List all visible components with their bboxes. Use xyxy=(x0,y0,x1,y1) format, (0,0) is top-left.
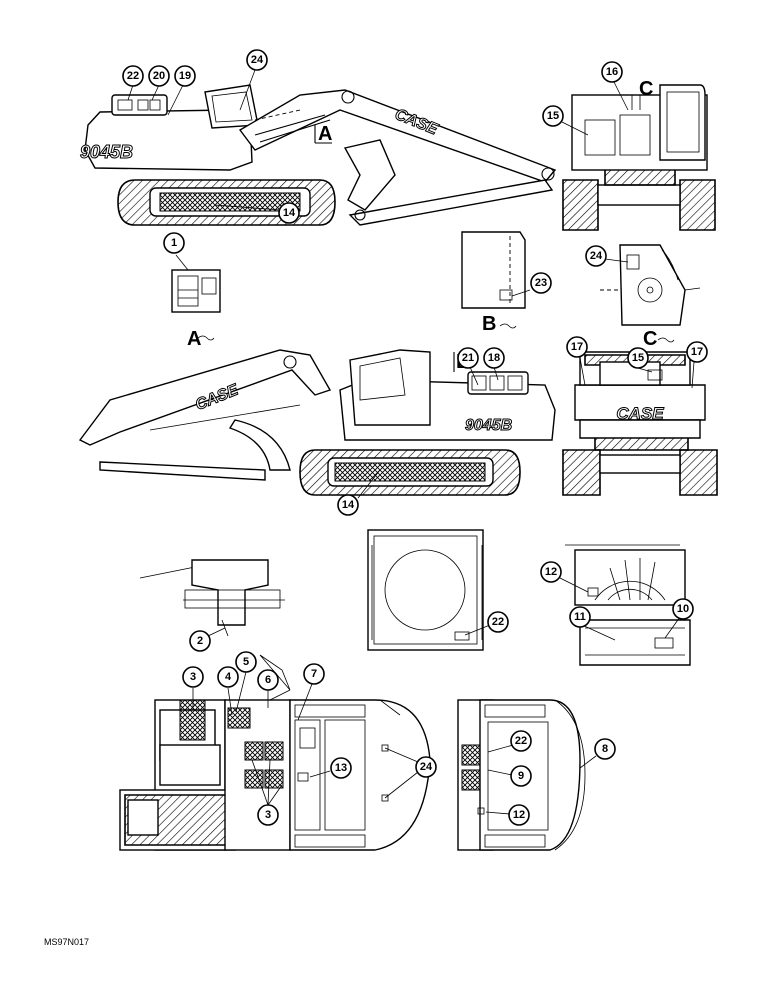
radiator-detail: 22 xyxy=(367,529,509,651)
callout-11: 11 xyxy=(574,611,586,623)
callout-7: 7 xyxy=(311,668,317,680)
callout-16: 16 xyxy=(606,66,618,78)
callout-12: 12 xyxy=(545,566,557,578)
callout-21: 21 xyxy=(462,352,474,364)
callout-3-top: 3 xyxy=(190,671,196,683)
footer-code: MS97N017 xyxy=(44,937,89,947)
callout-20: 20 xyxy=(153,70,165,82)
view-b-label: B xyxy=(482,313,496,335)
callout-14-b: 14 xyxy=(342,499,355,511)
callout-24: 24 xyxy=(251,54,264,66)
callout-3-bottom: 3 xyxy=(265,809,271,821)
callout-1: 1 xyxy=(171,237,177,249)
detail-view-a: A 1 xyxy=(163,232,221,350)
callout-12-top: 12 xyxy=(513,809,525,821)
callout-23: 23 xyxy=(535,277,547,289)
callout-6: 6 xyxy=(265,674,271,686)
excavator-right-side-view: 9045B CASE B xyxy=(78,349,556,496)
callout-24-top: 24 xyxy=(420,761,433,773)
callout-24-c: 24 xyxy=(590,250,603,262)
fan-detail: 12 11 10 xyxy=(540,544,694,666)
callout-5: 5 xyxy=(243,656,249,668)
model-decal: 9045B xyxy=(80,142,133,162)
callout-22-top: 22 xyxy=(515,735,527,747)
callout-22-radiator: 22 xyxy=(492,616,504,628)
callout-4: 4 xyxy=(225,671,232,683)
callout-17-right: 17 xyxy=(691,346,703,358)
callout-15-b: 15 xyxy=(632,352,644,364)
excavator-front-view: C xyxy=(562,78,716,231)
excavator-left-side-view: 9045B CASE A xyxy=(80,84,557,226)
detail-view-b: B 23 xyxy=(461,231,552,335)
model-decal-right: 9045B xyxy=(465,417,512,434)
callout-14: 14 xyxy=(283,207,296,219)
callout-10: 10 xyxy=(677,603,689,615)
callout-8: 8 xyxy=(602,743,608,755)
view-a-marker: A xyxy=(318,123,332,145)
callout-9: 9 xyxy=(518,770,524,782)
rear-brand-decal: CASE xyxy=(616,404,664,423)
view-c-label: C xyxy=(643,328,657,350)
callout-17-left: 17 xyxy=(571,341,583,353)
callout-13: 13 xyxy=(335,762,347,774)
excavator-rear-view: CASE xyxy=(562,351,718,496)
callout-22: 22 xyxy=(127,70,139,82)
seat-mount-detail: 2 xyxy=(139,559,285,652)
callout-19: 19 xyxy=(179,70,191,82)
detail-view-c: C 24 xyxy=(585,244,701,350)
view-a-label: A xyxy=(187,328,201,350)
callout-18: 18 xyxy=(488,352,500,364)
callout-15: 15 xyxy=(547,110,559,122)
view-c-marker: C xyxy=(639,78,653,100)
callout-2: 2 xyxy=(197,635,203,647)
